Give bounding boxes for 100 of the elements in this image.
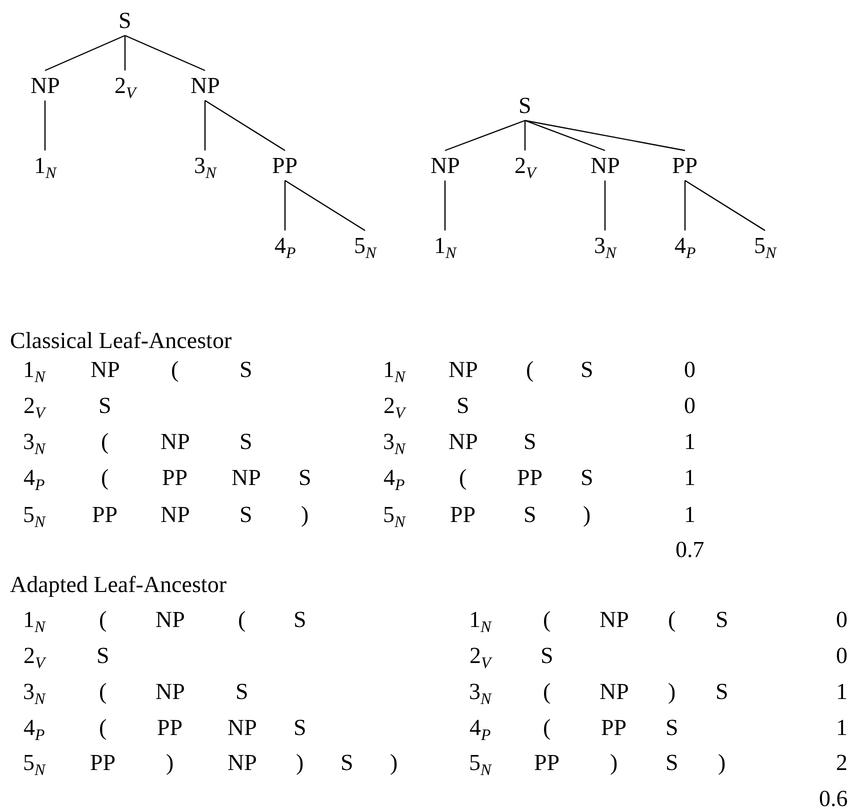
table-entry: S [96, 644, 110, 666]
tree-node-label: 2$_{V}$ [114, 74, 136, 96]
table-entry: PP [517, 466, 543, 488]
table-entry: S [240, 430, 252, 452]
table-entry: 3$_{N}$ [383, 430, 406, 452]
table-entry: PP [162, 466, 188, 488]
table-entry: S [524, 502, 536, 526]
table-entry: PP [450, 502, 476, 526]
table-entry: 3$_{N}$ [469, 680, 492, 702]
table-entry: S [294, 608, 306, 630]
table-entry: ( [238, 608, 246, 630]
table-entry: NP [600, 680, 629, 702]
table-entry: 2$_{V}$ [24, 644, 45, 666]
table-entry: NP [90, 358, 120, 380]
tree-node-label: 5$_{N}$ [354, 234, 376, 256]
tree-node-label: S [118, 8, 132, 32]
table-entry: ( [543, 680, 551, 702]
table-entry: 1 [684, 502, 696, 526]
table-entry: 4$_{P}$ [384, 466, 405, 488]
table-entry: NP [156, 680, 185, 702]
table-entry: 1 [684, 466, 696, 488]
table-entry: S [240, 358, 252, 380]
tree-node-label: S [518, 94, 532, 116]
tree-node-label: 4$_{P}$ [274, 234, 296, 256]
table-entry: S [98, 394, 112, 416]
tree-node-label: NP [190, 74, 220, 96]
table-entry: S [666, 716, 678, 738]
table-entry: ) [301, 502, 309, 526]
table-entry: 1$_{N}$ [383, 358, 406, 380]
tree-node-label: NP [430, 154, 460, 176]
tree-branch [444, 120, 526, 152]
table-entry: ) [718, 750, 726, 774]
table-entry: S [236, 680, 248, 702]
table-entry: S [666, 750, 678, 774]
tree-branch [284, 180, 286, 230]
table-entry: ( [543, 608, 551, 630]
tree-branch [524, 120, 686, 152]
table-entry: S [716, 680, 728, 702]
tree-branch [604, 180, 606, 230]
tree-branch [44, 100, 46, 150]
table-entry: 4$_{P}$ [470, 716, 491, 738]
table-entry: 4$_{P}$ [24, 466, 45, 488]
table-entry: 1$_{N}$ [23, 358, 46, 380]
table-entry: NP [600, 608, 629, 630]
tree-branch [204, 100, 286, 151]
table-entry: 0 [684, 358, 696, 380]
table-entry: 3$_{N}$ [23, 430, 46, 452]
table-entry: 1 [836, 716, 848, 738]
table-entry: ( [101, 430, 109, 452]
table-entry: S [524, 430, 536, 452]
table-entry: 0 [836, 644, 848, 666]
tree-node-label: PP [672, 154, 698, 176]
table-entry: ) [668, 680, 676, 702]
tree-node-label: NP [590, 154, 620, 176]
tree-node-label: 1$_{N}$ [434, 234, 456, 256]
table-entry: 4$_{P}$ [24, 716, 45, 738]
table-entry: S [540, 644, 554, 666]
tree-branch [684, 180, 766, 231]
table-entry: 2$_{V}$ [384, 394, 405, 416]
table-entry: NP [160, 502, 190, 526]
table-entry: ) [610, 750, 618, 774]
table-entry: ( [459, 466, 467, 488]
table-entry: ) [166, 750, 174, 774]
table-entry: 1 [684, 430, 696, 452]
tree-branch [124, 34, 206, 72]
table-entry: ) [390, 750, 398, 774]
table-entry: ( [101, 466, 109, 488]
tree-branch [44, 34, 126, 72]
table-entry: 5$_{N}$ [383, 502, 406, 526]
table-heading: Classical Leaf-Ancestor [10, 328, 232, 352]
tree-node-label: 3$_{N}$ [594, 234, 616, 256]
table-entry: S [716, 608, 728, 630]
table-entry: 5$_{N}$ [23, 502, 46, 526]
tree-branch [204, 100, 206, 150]
table-entry: ( [543, 716, 551, 738]
tree-branch [524, 120, 606, 152]
tree-node-label: 3$_{N}$ [194, 154, 216, 176]
table-entry: ( [668, 608, 676, 630]
table-entry: PP [534, 750, 560, 774]
table-entry: PP [90, 750, 116, 774]
table-entry: S [294, 716, 306, 738]
table-entry: 2 [836, 750, 848, 774]
table-entry: S [298, 466, 312, 488]
table-entry: S [456, 394, 470, 416]
tree-branch [524, 120, 526, 150]
table-entry: PP [157, 716, 183, 738]
table-entry: S [580, 358, 594, 380]
table-entry: 0 [836, 608, 848, 630]
table-entry: 0 [684, 394, 696, 416]
table-entry: NP [448, 358, 478, 380]
table-entry: ( [99, 716, 107, 738]
table-entry: ) [583, 502, 591, 526]
table-entry: ( [526, 358, 534, 380]
table-entry: ( [171, 358, 179, 380]
tree-branch [124, 36, 126, 70]
table-entry: NP [232, 466, 261, 488]
table-entry: PP [601, 716, 627, 738]
tree-node-label: NP [30, 74, 60, 96]
table-entry: 3$_{N}$ [23, 680, 46, 702]
tree-node-label: 1$_{N}$ [34, 154, 56, 176]
